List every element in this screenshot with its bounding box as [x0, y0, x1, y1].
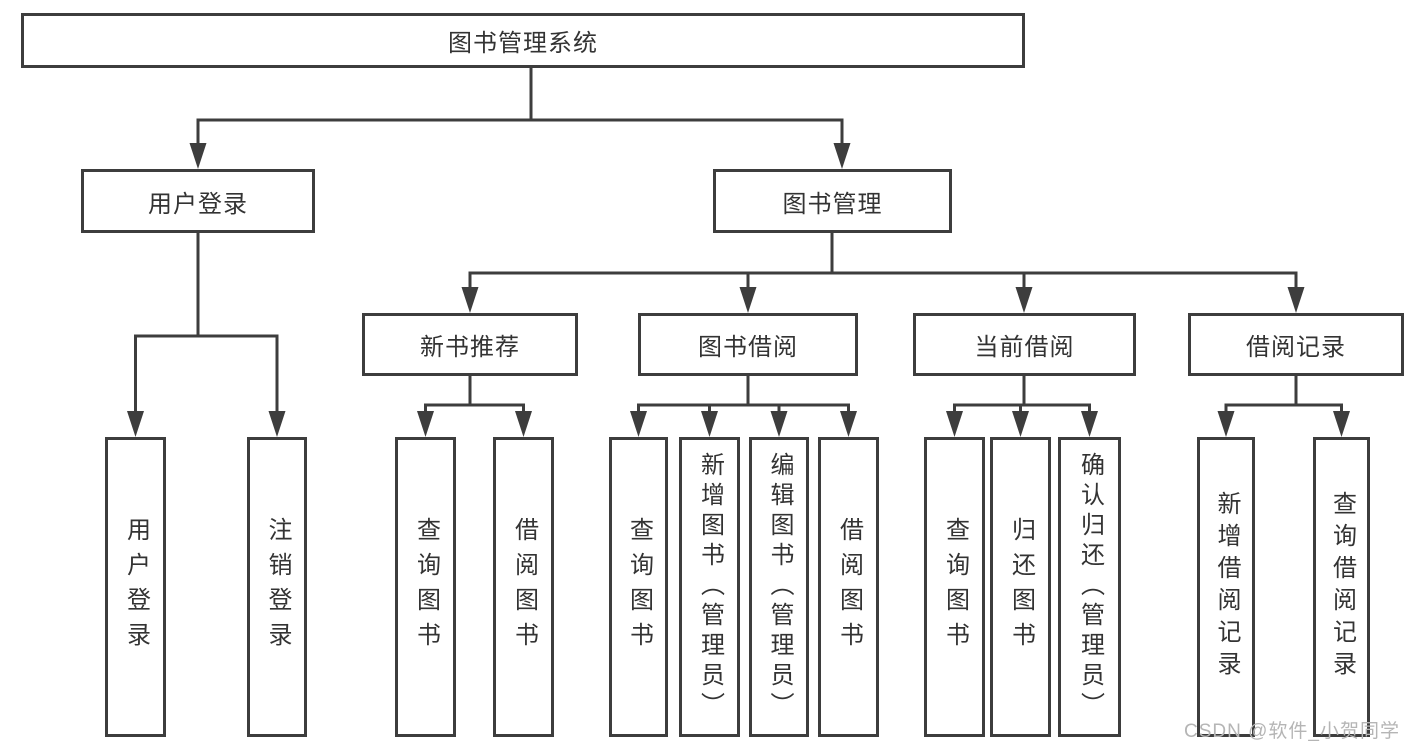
leaf-query-borrow-record: 查询借阅记录: [1313, 437, 1370, 737]
node-book-management-label: 图书管理: [782, 190, 883, 218]
node-new-book-recommend-label: 新书推荐: [420, 334, 520, 361]
node-new-book-recommend: 新书推荐: [362, 313, 578, 376]
leaf-user-login: 用户登录: [105, 437, 166, 737]
node-root-label: 图书管理系统: [448, 30, 598, 57]
csdn-watermark: CSDN @软件_小贺同学: [1184, 721, 1400, 742]
node-borrowing-records: 借阅记录: [1188, 313, 1404, 376]
leaf-borrow-books-borrow: 借阅图书: [818, 437, 879, 737]
node-book-borrowing: 图书借阅: [638, 313, 858, 376]
node-current-borrowing-label: 当前借阅: [974, 334, 1075, 361]
leaf-query-books-current-label: 查询图书: [941, 517, 969, 657]
leaf-query-books-current: 查询图书: [924, 437, 985, 737]
leaf-edit-books-admin: 编辑图书（管理员）: [749, 437, 809, 737]
leaf-add-books-admin-label: 新增图书（管理员）: [696, 452, 724, 722]
leaf-borrow-books-newrec: 借阅图书: [493, 437, 554, 737]
leaf-query-borrow-record-label: 查询借阅记录: [1328, 491, 1356, 683]
leaf-add-borrow-record-label: 新增借阅记录: [1213, 491, 1240, 683]
node-root: 图书管理系统: [21, 13, 1025, 68]
node-book-borrowing-label: 图书借阅: [698, 334, 798, 361]
leaf-query-books-borrow: 查询图书: [609, 437, 668, 737]
leaf-logout: 注销登录: [247, 437, 307, 737]
leaf-edit-books-admin-label: 编辑图书（管理员）: [766, 452, 793, 722]
leaf-confirm-return-admin: 确认归还（管理员）: [1058, 437, 1121, 737]
leaf-add-books-admin: 新增图书（管理员）: [679, 437, 740, 737]
leaf-borrow-books-borrow-label: 借阅图书: [835, 517, 863, 657]
leaf-confirm-return-admin-label: 确认归还（管理员）: [1076, 452, 1104, 722]
node-book-management: 图书管理: [713, 169, 952, 233]
node-current-borrowing: 当前借阅: [913, 313, 1136, 376]
leaf-query-books-newrec: 查询图书: [395, 437, 456, 737]
node-user-login-label: 用户登录: [148, 190, 248, 218]
leaf-query-books-newrec-label: 查询图书: [412, 517, 440, 657]
leaf-return-books-label: 归还图书: [1007, 517, 1035, 657]
leaf-query-books-borrow-label: 查询图书: [625, 517, 653, 657]
tree-edges: [134, 68, 1343, 415]
node-borrowing-records-label: 借阅记录: [1246, 334, 1346, 361]
leaf-user-login-label: 用户登录: [122, 517, 150, 657]
leaf-return-books: 归还图书: [990, 437, 1051, 737]
node-user-login: 用户登录: [81, 169, 315, 233]
leaf-borrow-books-newrec-label: 借阅图书: [510, 517, 538, 657]
leaf-add-borrow-record: 新增借阅记录: [1197, 437, 1255, 737]
leaf-logout-label: 注销登录: [264, 517, 291, 657]
